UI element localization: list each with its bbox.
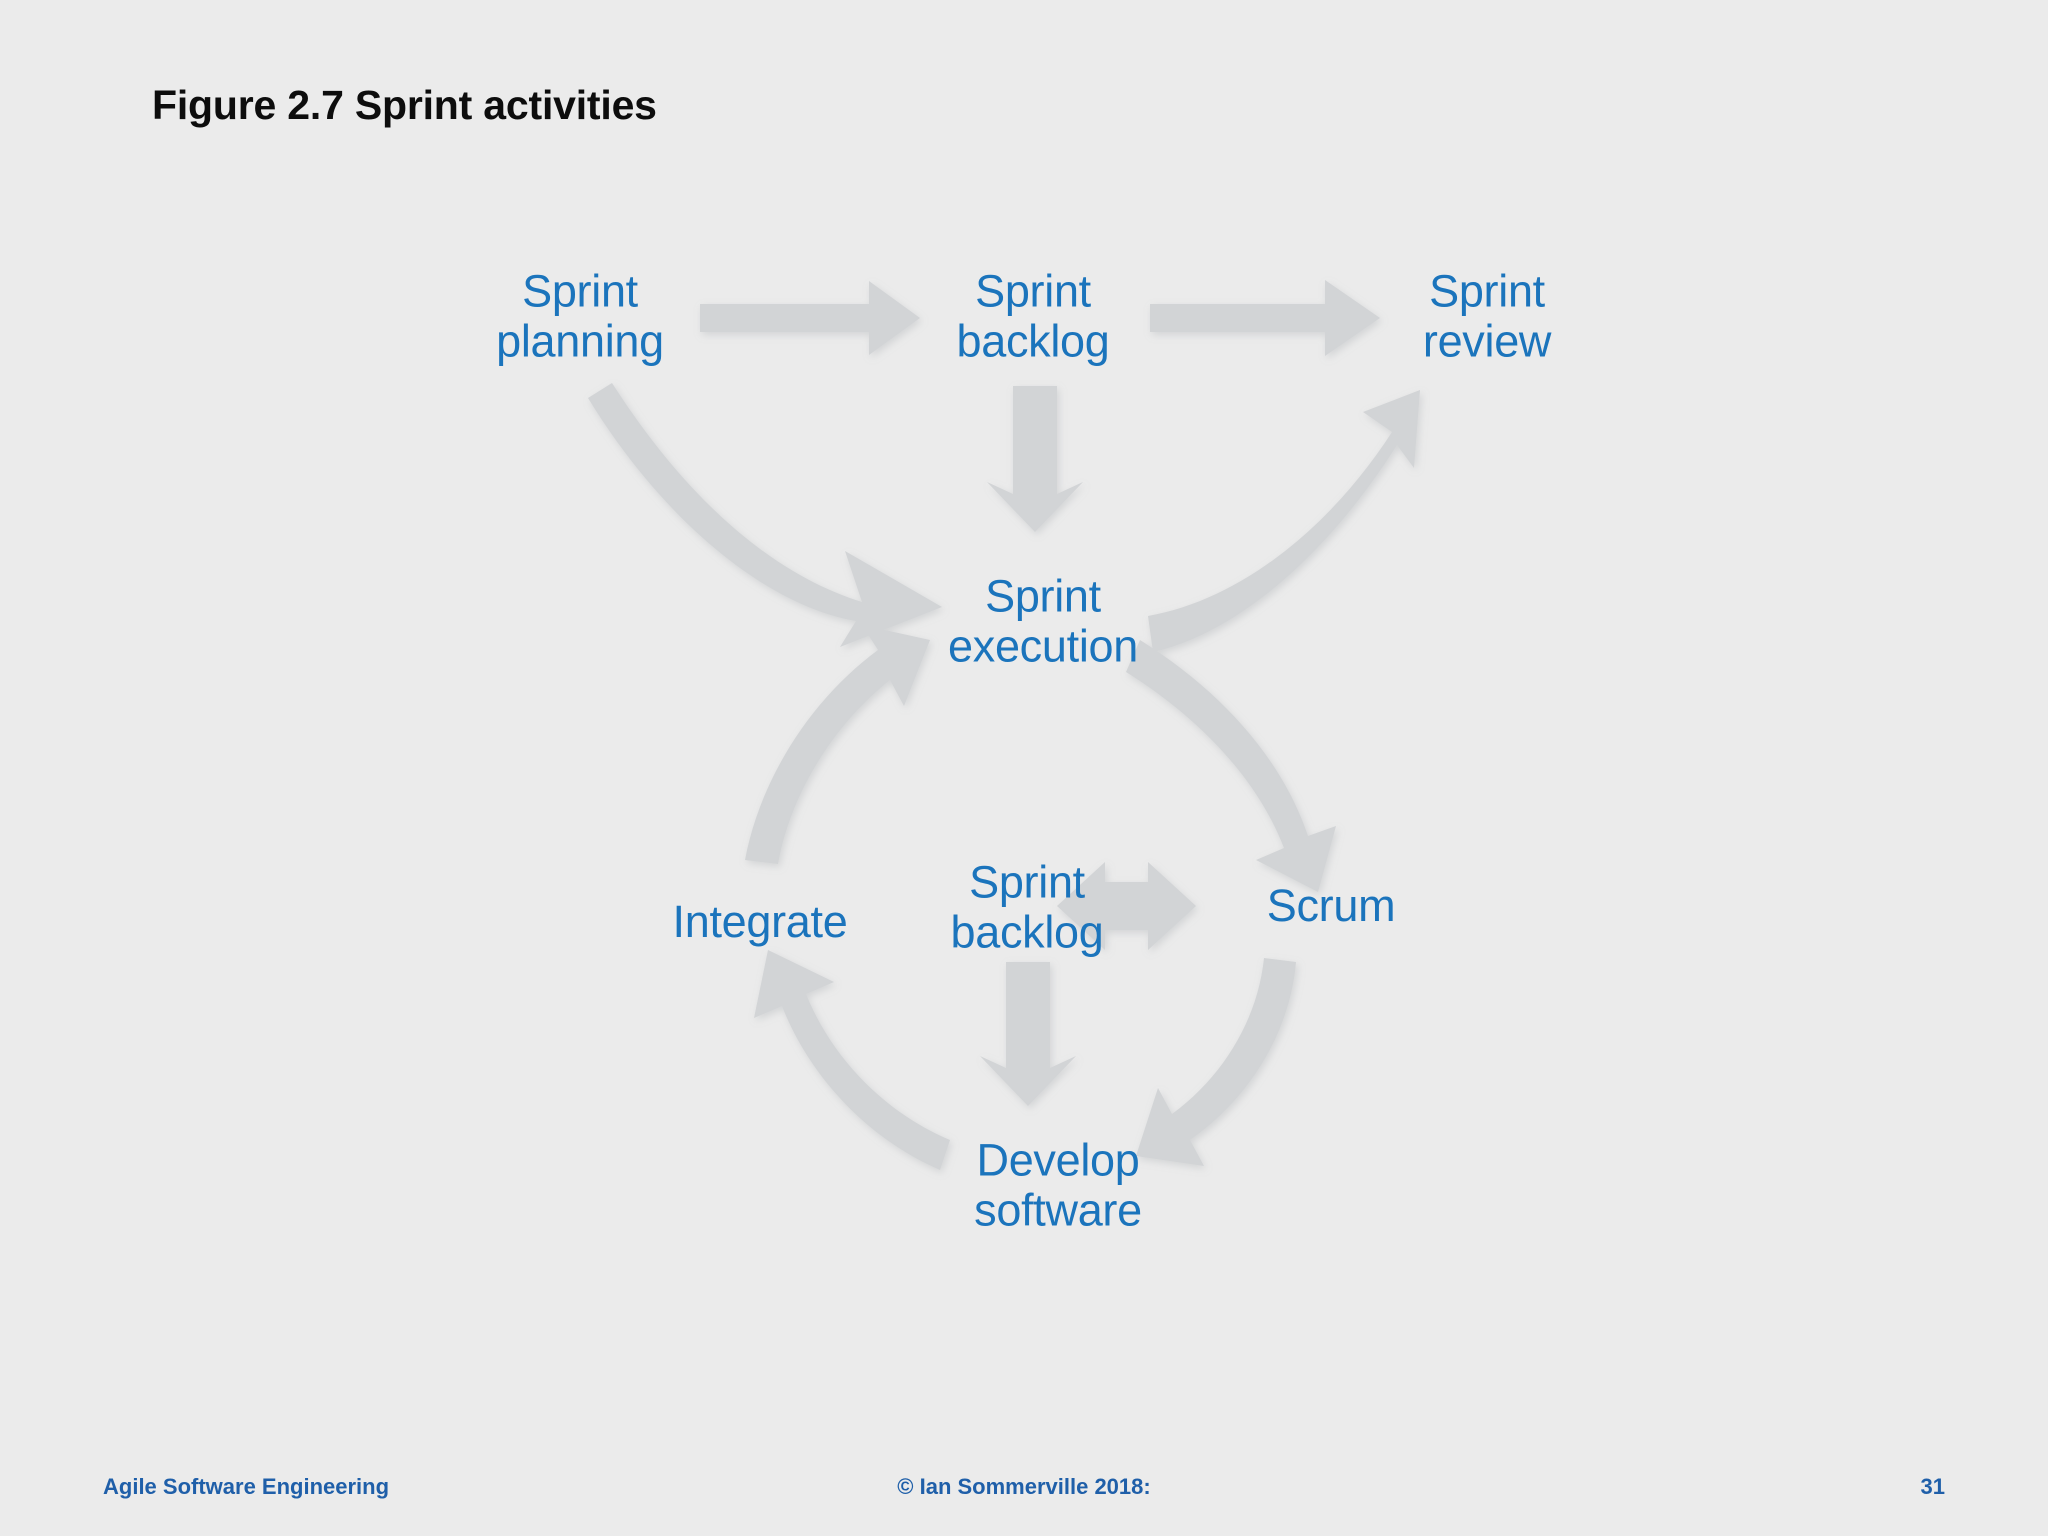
- arrow-execution-to-review: [1148, 390, 1420, 652]
- node-develop-software: Develop software: [974, 1134, 1142, 1236]
- node-sprint-backlog-top: Sprint backlog: [956, 265, 1110, 367]
- node-integrate: Integrate: [672, 895, 848, 947]
- arrow-backlog-to-execution: [987, 386, 1083, 532]
- footer-course-name: Agile Software Engineering: [103, 1474, 390, 1499]
- arrow-backlog-to-develop: [980, 962, 1076, 1106]
- node-scrum: Scrum: [1266, 879, 1396, 931]
- node-sprint-execution: Sprint execution: [948, 570, 1138, 672]
- arrow-backlog-to-review: [1150, 280, 1380, 356]
- node-sprint-planning: Sprint planning: [496, 265, 664, 367]
- arrow-integrate-to-execution: [745, 625, 930, 864]
- page-title: Figure 2.7 Sprint activities: [152, 82, 657, 128]
- node-sprint-backlog-bottom: Sprint backlog: [950, 856, 1104, 958]
- node-sprint-review: Sprint review: [1422, 265, 1552, 367]
- arrow-planning-to-execution: [588, 383, 942, 647]
- footer-page-number: 31: [1920, 1474, 1945, 1499]
- arrow-develop-to-integrate: [754, 950, 950, 1170]
- arrow-planning-to-backlog: [700, 281, 920, 355]
- arrow-scrum-to-develop: [1136, 958, 1296, 1166]
- arrow-execution-to-scrum: [1126, 640, 1336, 892]
- footer-copyright: © Ian Sommerville 2018:: [897, 1474, 1151, 1499]
- slide-footer: Agile Software Engineering © Ian Sommerv…: [0, 1474, 2048, 1514]
